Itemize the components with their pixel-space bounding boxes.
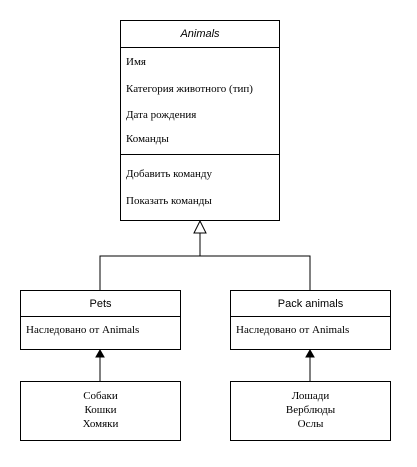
pack-arrowhead	[305, 348, 315, 358]
inheritance-line	[99, 255, 311, 290]
pets-class-box: Pets Наследовано от Animals	[20, 290, 181, 350]
pets-class-note: Наследовано от Animals	[26, 324, 140, 336]
pack-member: Ослы	[297, 418, 324, 430]
animals-attribute: Дата рождения	[126, 109, 197, 121]
animals-attribute: Категория животного (тип)	[126, 83, 253, 95]
animals-methods-divider	[121, 154, 279, 155]
pack-members-box: Лошади Верблюды Ослы	[230, 381, 391, 441]
pets-member: Собаки	[83, 390, 118, 402]
pets-members-box: Собаки Кошки Хомяки	[20, 381, 181, 441]
pack-header-divider	[231, 316, 390, 317]
animals-class-box: Animals Имя Категория животного (тип) Да…	[120, 20, 280, 221]
animals-attribute: Команды	[126, 133, 169, 145]
pets-arrowhead	[95, 348, 105, 358]
animals-method: Добавить команду	[126, 168, 212, 180]
pets-member: Хомяки	[82, 418, 119, 430]
pack-class-name: Pack animals	[277, 298, 344, 310]
pack-member: Лошади	[291, 390, 330, 402]
animals-class-name: Animals	[180, 28, 220, 40]
inheritance-arrowhead	[193, 219, 207, 234]
animals-attribute: Имя	[126, 56, 146, 68]
pack-class-box: Pack animals Наследовано от Animals	[230, 290, 391, 350]
pack-member: Верблюды	[285, 404, 336, 416]
pack-class-note: Наследовано от Animals	[236, 324, 350, 336]
pets-header-divider	[21, 316, 180, 317]
animals-header-divider	[121, 47, 279, 48]
animals-method: Показать команды	[126, 195, 212, 207]
pets-class-name: Pets	[89, 298, 112, 310]
pets-member: Кошки	[84, 404, 117, 416]
